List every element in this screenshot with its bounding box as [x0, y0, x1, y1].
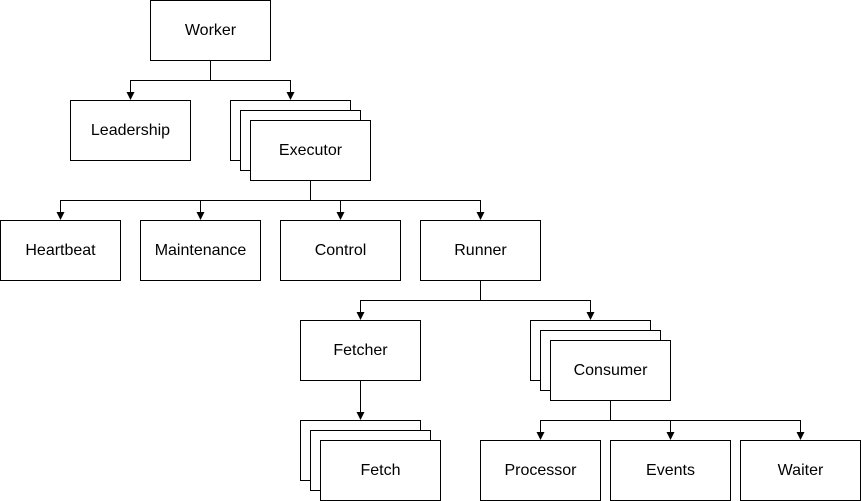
node-waiter: Waiter — [740, 440, 861, 501]
node-executor: Executor — [250, 120, 371, 181]
connector-executor-to-runner — [310, 181, 485, 220]
node-maintenance-label: Maintenance — [154, 241, 247, 259]
node-worker: Worker — [150, 0, 271, 61]
connector-consumer-to-waiter — [610, 401, 805, 440]
node-consumer: Consumer — [550, 340, 671, 401]
node-heartbeat-label: Heartbeat — [25, 241, 96, 259]
connector-runner-to-fetcher — [356, 281, 481, 320]
connector-runner-to-consumer — [480, 281, 595, 320]
node-fetcher: Fetcher — [300, 320, 421, 381]
node-leadership: Leadership — [70, 100, 191, 161]
connector-consumer-to-processor — [536, 401, 611, 440]
node-fetch: Fetch — [320, 440, 441, 501]
connector-worker-to-executor — [210, 61, 295, 100]
node-fetcher-label: Fetcher — [333, 341, 388, 359]
node-control: Control — [280, 220, 401, 281]
node-runner-label: Runner — [454, 241, 507, 259]
node-worker-label: Worker — [184, 21, 237, 39]
node-leadership-label: Leadership — [90, 121, 171, 139]
connector-executor-to-maintenance — [196, 181, 311, 220]
node-runner: Runner — [420, 220, 541, 281]
node-consumer-label: Consumer — [573, 361, 648, 379]
node-waiter-label: Waiter — [777, 461, 824, 479]
node-processor-label: Processor — [504, 461, 577, 479]
node-fetch-label: Fetch — [360, 461, 401, 479]
node-events: Events — [610, 440, 731, 501]
connector-worker-to-leadership — [126, 61, 211, 100]
node-processor: Processor — [480, 440, 601, 501]
node-heartbeat: Heartbeat — [0, 220, 121, 281]
node-executor-label: Executor — [278, 141, 343, 159]
node-events-label: Events — [646, 461, 695, 479]
node-control-label: Control — [314, 241, 367, 259]
node-maintenance: Maintenance — [140, 220, 261, 281]
